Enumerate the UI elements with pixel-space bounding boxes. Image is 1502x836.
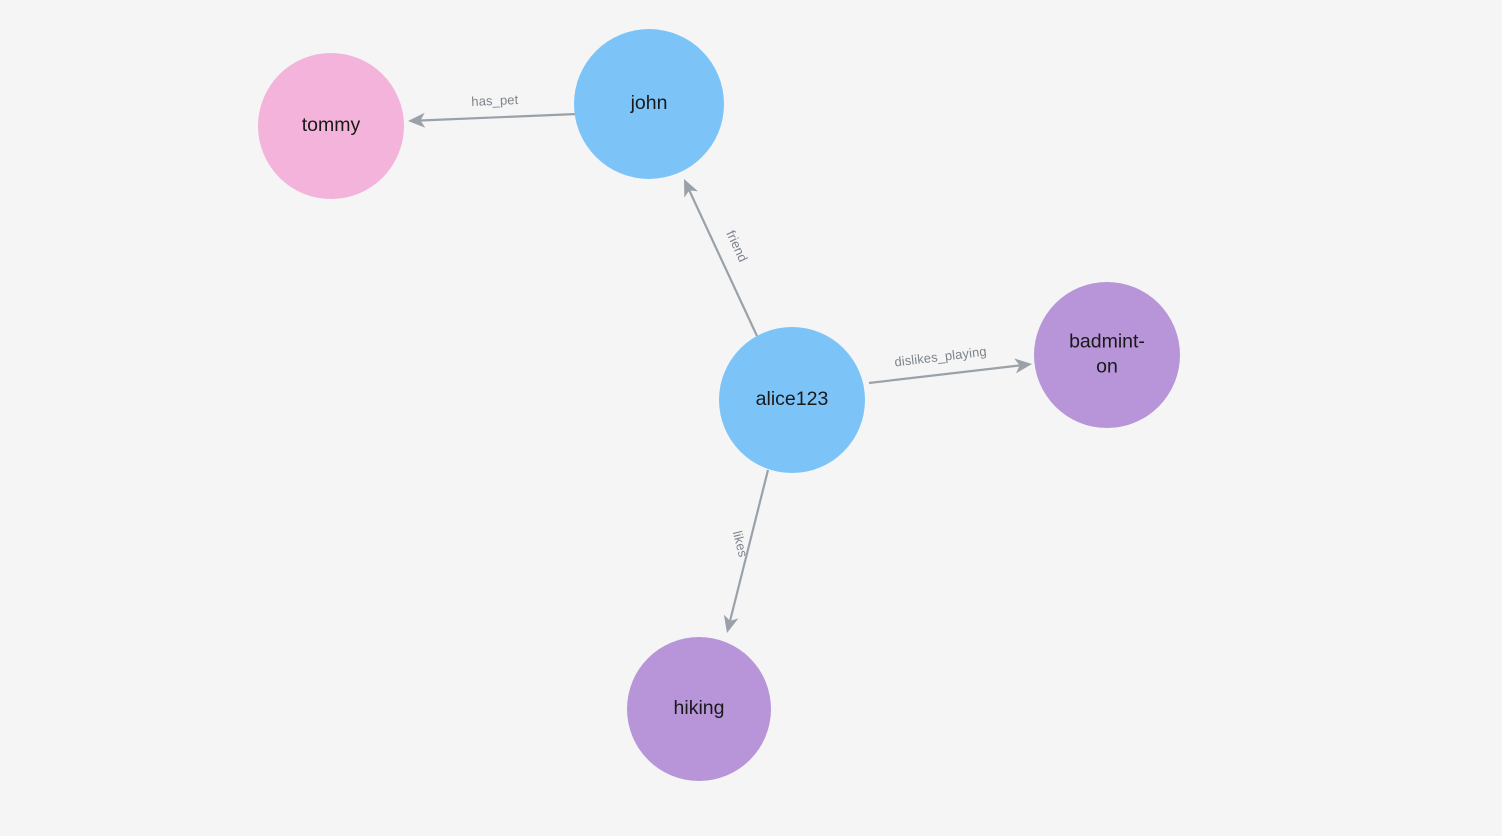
- graph-node-alice123[interactable]: alice123: [719, 327, 865, 473]
- graph-node-john[interactable]: john: [574, 29, 724, 179]
- edge-arrowhead-icon: [684, 179, 698, 198]
- edge-label: likes: [730, 529, 751, 559]
- node-circle[interactable]: [1034, 282, 1180, 428]
- graph-edge[interactable]: friend: [684, 179, 758, 337]
- node-circle[interactable]: [627, 637, 771, 781]
- graph-node-hiking[interactable]: hiking: [627, 637, 771, 781]
- edge-arrowhead-icon: [408, 112, 426, 128]
- edge-line: [420, 112, 578, 122]
- graph-node-tommy[interactable]: tommy: [258, 53, 404, 199]
- node-circle[interactable]: [258, 53, 404, 199]
- node-label: badmint-: [1069, 331, 1145, 353]
- nodes-layer: tommy john alice123 badmint-on hiking: [258, 29, 1180, 781]
- node-label: alice123: [756, 388, 829, 410]
- node-circle[interactable]: [574, 29, 724, 179]
- node-label: tommy: [302, 114, 361, 136]
- edge-line: [728, 469, 770, 622]
- edge-arrowhead-icon: [1014, 358, 1032, 374]
- graph-edge[interactable]: likes: [723, 469, 770, 633]
- node-label: john: [630, 92, 668, 114]
- edge-line: [688, 189, 758, 337]
- edge-label: has_pet: [471, 92, 519, 109]
- graph-node-badminton[interactable]: badmint-on: [1034, 282, 1180, 428]
- edge-label: dislikes_playing: [894, 344, 988, 370]
- edge-label: friend: [723, 228, 751, 264]
- node-label: on: [1096, 356, 1118, 378]
- node-circle[interactable]: [719, 327, 865, 473]
- graph-edge[interactable]: has_pet: [408, 92, 578, 128]
- edge-arrowhead-icon: [723, 614, 739, 633]
- graph-edge[interactable]: dislikes_playing: [868, 344, 1032, 385]
- edge-line: [868, 364, 1020, 385]
- node-label: hiking: [674, 697, 725, 719]
